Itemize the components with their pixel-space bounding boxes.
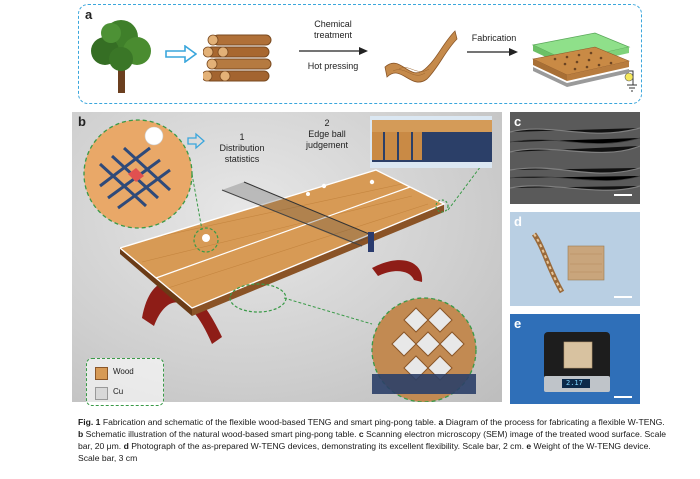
callout-number: 1 bbox=[212, 132, 272, 143]
scale-photo bbox=[510, 314, 640, 404]
callout-text-line: judgement bbox=[292, 140, 362, 151]
arrow-right-icon bbox=[165, 45, 197, 63]
panel-e-label: e bbox=[514, 316, 521, 331]
step-fabrication: Fabrication bbox=[465, 33, 523, 44]
step-text-line: treatment bbox=[293, 30, 373, 41]
legend-cu-label: Cu bbox=[113, 387, 123, 396]
cu-swatch bbox=[95, 387, 108, 400]
caption-text: Schematic illustration of the natural wo… bbox=[83, 429, 359, 439]
teng-device-icon bbox=[525, 15, 637, 97]
scale-bar bbox=[614, 296, 632, 298]
callout-number: 2 bbox=[292, 118, 362, 129]
panel-e: 2.17 e bbox=[510, 314, 640, 404]
tree-icon bbox=[89, 15, 153, 95]
arrow-right-icon bbox=[299, 46, 369, 56]
callout-edge-ball-judgement: 2 Edge ball judgement bbox=[292, 118, 362, 151]
panel-c-label: c bbox=[514, 114, 521, 129]
arrow-right-icon bbox=[467, 47, 519, 57]
sem-image bbox=[510, 112, 640, 204]
caption-text: Photograph of the as-prepared W-TENG dev… bbox=[129, 441, 527, 451]
step-hot-pressing: Hot pressing bbox=[293, 61, 373, 72]
panel-a: a Chemical treatment Hot pressing bbox=[78, 4, 642, 104]
panel-d-label: d bbox=[514, 214, 522, 229]
step-text-line: Chemical bbox=[293, 19, 373, 30]
wood-swatch bbox=[95, 367, 108, 380]
scale-readout: 2.17 bbox=[566, 379, 583, 387]
scale-bar bbox=[614, 396, 632, 398]
callout-text-line: Distribution bbox=[212, 143, 272, 154]
panel-d: d bbox=[510, 212, 640, 306]
figure-caption: Fig. 1 Fabrication and schematic of the … bbox=[78, 416, 668, 464]
callout-distribution-statistics: 1 Distribution statistics bbox=[212, 132, 272, 165]
callout-text-line: statistics bbox=[212, 154, 272, 165]
caption-fig-label: Fig. 1 bbox=[78, 417, 100, 427]
legend: Wood Cu bbox=[86, 358, 164, 406]
callout-text-line: Edge ball bbox=[292, 129, 362, 140]
log-pile-icon bbox=[203, 27, 277, 83]
scale-bar bbox=[614, 194, 632, 196]
legend-wood-label: Wood bbox=[113, 367, 134, 376]
caption-text: Fabrication and schematic of the flexibl… bbox=[100, 417, 438, 427]
step-chemical-treatment: Chemical treatment bbox=[293, 19, 373, 41]
panel-c: c bbox=[510, 112, 640, 204]
device-photo bbox=[510, 212, 640, 306]
wood-sheet-icon bbox=[379, 23, 459, 89]
caption-text: Diagram of the process for fabricating a… bbox=[443, 417, 664, 427]
